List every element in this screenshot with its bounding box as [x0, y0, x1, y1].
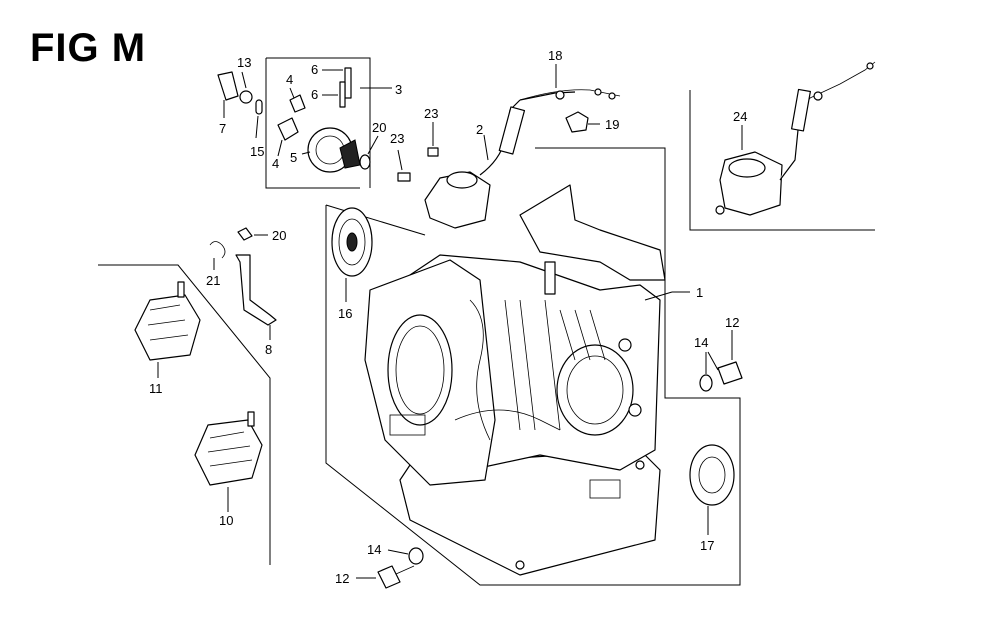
callout-19: 19 [605, 117, 619, 132]
bearing-part-16 [331, 207, 373, 302]
drain-bolt-part-12a [717, 330, 743, 385]
callout-labels: 1 2 3 4 4 5 6 6 7 8 10 11 12 12 13 14 14… [149, 48, 747, 586]
callout-17: 17 [700, 538, 714, 553]
callout-14b: 14 [367, 542, 381, 557]
callout-7: 7 [219, 121, 226, 136]
crankcase-part-1 [364, 184, 690, 576]
callout-2: 2 [476, 122, 483, 137]
clip-part-15 [255, 99, 263, 115]
oil-sensor-part-24 [715, 61, 876, 216]
callout-8: 8 [265, 342, 272, 357]
figure-title: FIG M [30, 26, 147, 70]
washer-part-4a [289, 94, 306, 113]
callout-10: 10 [219, 513, 233, 528]
callout-18: 18 [548, 48, 562, 63]
callout-23a: 23 [424, 106, 438, 121]
governor-gear-part-5 [301, 127, 361, 173]
washer-part-20a [359, 154, 371, 170]
callout-5: 5 [290, 150, 297, 165]
callout-6a: 6 [311, 62, 318, 77]
callout-1: 1 [696, 285, 703, 300]
callout-21: 21 [206, 273, 220, 288]
callout-24: 24 [733, 109, 747, 124]
callout-16: 16 [338, 306, 352, 321]
shaft-part-6b [322, 81, 346, 108]
callout-4a: 4 [286, 72, 293, 87]
callout-12a: 12 [725, 315, 739, 330]
washer-part-4b [277, 117, 299, 141]
washer-part-14b [387, 547, 424, 565]
callout-15: 15 [250, 144, 264, 159]
callout-20a: 20 [372, 120, 386, 135]
washer-part-14a [699, 352, 713, 392]
callout-4b: 4 [272, 156, 279, 171]
engine-mount-part-10 [194, 411, 263, 512]
callout-23b: 23 [390, 131, 404, 146]
callout-3: 3 [395, 82, 402, 97]
callout-13: 13 [237, 55, 251, 70]
callout-11: 11 [149, 381, 163, 396]
callout-20b: 20 [272, 228, 286, 243]
callout-6b: 6 [311, 87, 318, 102]
washer-part-13 [239, 90, 253, 104]
bolt-part-7 [217, 71, 239, 118]
callout-14a: 14 [694, 335, 708, 350]
bolt-part-23a [427, 122, 439, 157]
drain-bolt-part-12b [356, 565, 415, 589]
nut-part-20b [237, 227, 268, 241]
oil-seal-part-17 [689, 444, 735, 535]
clip-part-21 [209, 241, 226, 270]
leader-lines [241, 71, 719, 371]
grommet-part-19 [565, 111, 600, 133]
shaft-part-6a [322, 67, 352, 99]
group-boundary-lines [98, 57, 875, 586]
engine-mount-part-11 [134, 281, 201, 378]
wire-connector-part-18 [519, 64, 621, 101]
callout-12b: 12 [335, 571, 349, 586]
bolt-part-23b [397, 149, 411, 182]
rod-part-8 [235, 254, 277, 340]
